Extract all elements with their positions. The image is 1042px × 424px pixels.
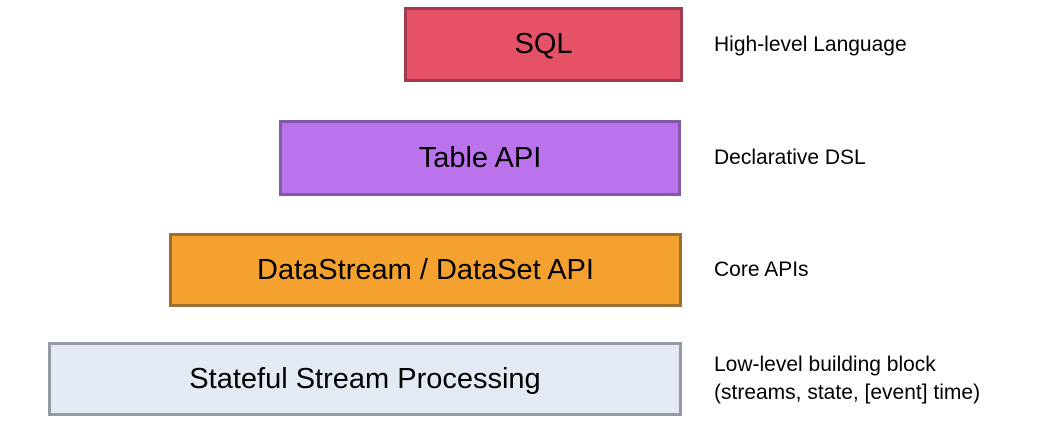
layer-box-datastream-dataset-api: DataStream / DataSet API xyxy=(169,233,682,307)
layer-description-stateful-stream-processing: Low-level building block (streams, state… xyxy=(714,353,981,404)
layer-box-sql: SQL xyxy=(404,7,683,82)
layer-description-datastream-dataset-api: Core APIs xyxy=(714,258,809,281)
layer-box-table-api: Table API xyxy=(279,120,681,196)
layer-label-table-api: Table API xyxy=(418,141,542,174)
layer-description-table-api: Declarative DSL xyxy=(714,146,866,169)
layer-description-sql: High-level Language xyxy=(714,32,907,56)
layer-label-sql: SQL xyxy=(514,28,573,60)
layer-label-datastream-dataset-api: DataStream / DataSet API xyxy=(257,253,594,286)
layer-label-stateful-stream-processing: Stateful Stream Processing xyxy=(189,362,541,395)
layer-box-stateful-stream-processing: Stateful Stream Processing xyxy=(48,342,682,416)
